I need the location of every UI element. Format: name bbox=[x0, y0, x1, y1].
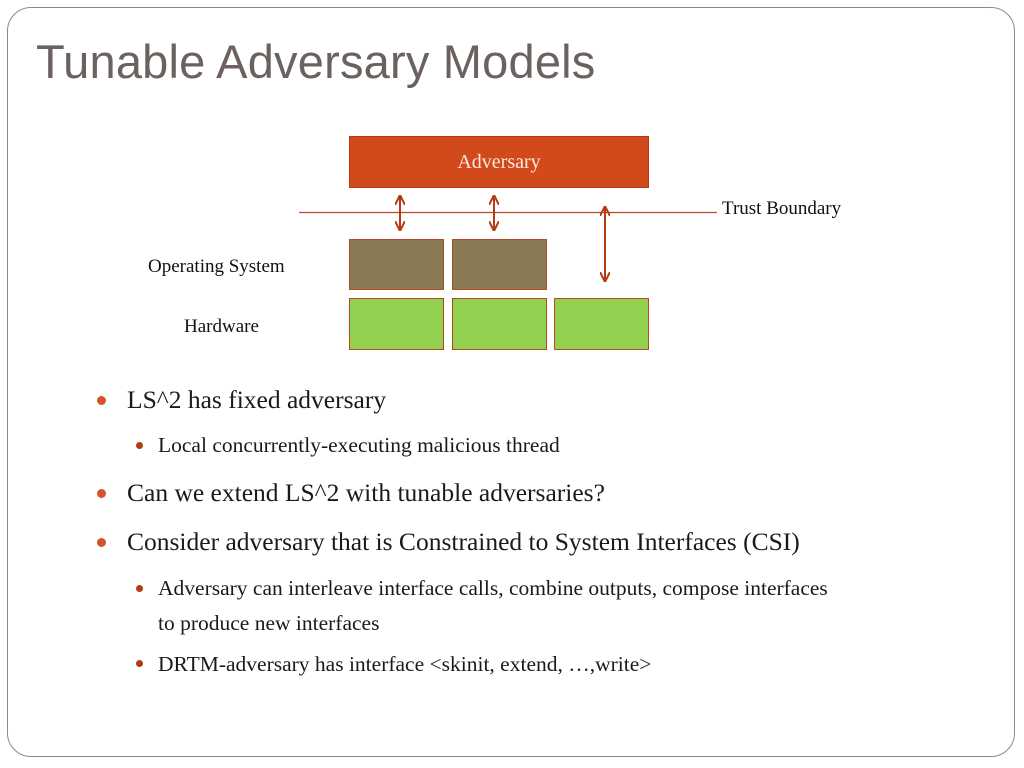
slide-title: Tunable Adversary Models bbox=[36, 35, 596, 88]
os-box-1 bbox=[349, 239, 444, 290]
bullet-3: Consider adversary that is Constrained t… bbox=[127, 527, 800, 556]
sub-bullet-dot bbox=[136, 660, 143, 667]
sub-bullet-3-1-line-2: to produce new interfaces bbox=[158, 611, 380, 635]
bullet-dot bbox=[97, 489, 106, 498]
adversary-label: Adversary bbox=[457, 150, 541, 173]
adversary-box: Adversary bbox=[349, 136, 649, 188]
slide-frame bbox=[7, 7, 1015, 757]
bullet-dot bbox=[97, 538, 106, 547]
hardware-box-2 bbox=[452, 298, 547, 350]
os-label: Operating System bbox=[148, 256, 285, 277]
trust-boundary-label: Trust Boundary bbox=[722, 198, 842, 219]
sub-bullet-1-1: Local concurrently-executing malicious t… bbox=[158, 433, 560, 457]
hardware-box-1 bbox=[349, 298, 444, 350]
sub-bullet-dot bbox=[136, 442, 143, 449]
sub-bullet-dot bbox=[136, 585, 143, 592]
os-box-2 bbox=[452, 239, 547, 290]
hardware-box-3 bbox=[554, 298, 649, 350]
sub-bullet-3-1-line-1: Adversary can interleave interface calls… bbox=[158, 576, 828, 600]
bullet-2: Can we extend LS^2 with tunable adversar… bbox=[127, 478, 605, 507]
sub-bullet-3-2: DRTM-adversary has interface <skinit, ex… bbox=[158, 652, 652, 676]
bullet-dot bbox=[97, 396, 106, 405]
bullet-1: LS^2 has fixed adversary bbox=[127, 385, 387, 414]
hardware-label: Hardware bbox=[184, 316, 259, 337]
